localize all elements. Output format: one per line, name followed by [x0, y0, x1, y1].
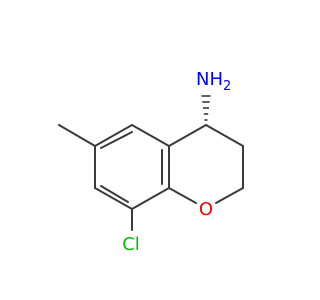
bond-c4-c3: [205, 124, 244, 147]
bond-c5-c4a: [131, 124, 170, 147]
molecule-canvas: NH2 O Cl: [58, 69, 244, 255]
double-bond-c6-c5: [100, 131, 133, 149]
double-bond-c8-c7: [100, 185, 129, 203]
chlorine-label: Cl: [122, 234, 140, 255]
nitrogen-symbol: N: [196, 69, 209, 90]
bond-c8-c7: [94, 187, 133, 210]
hydrogen-count: 2: [223, 79, 231, 94]
stereo-hash-bond: [201, 95, 211, 121]
hydrogen-symbol: H: [209, 69, 223, 90]
bond-c4a-c4: [168, 124, 207, 147]
amine-label: NH2: [196, 69, 231, 94]
oxygen-label: O: [199, 199, 213, 220]
bond-skeleton: [58, 124, 244, 231]
bond-c8a-c8: [131, 187, 170, 210]
bond-c6-c5: [94, 124, 133, 147]
molecule-structure: NH2 O Cl: [58, 69, 244, 255]
bond-o-c8a: [168, 187, 197, 204]
bond-methyl: [58, 124, 96, 147]
bond-c2-o: [215, 187, 244, 204]
